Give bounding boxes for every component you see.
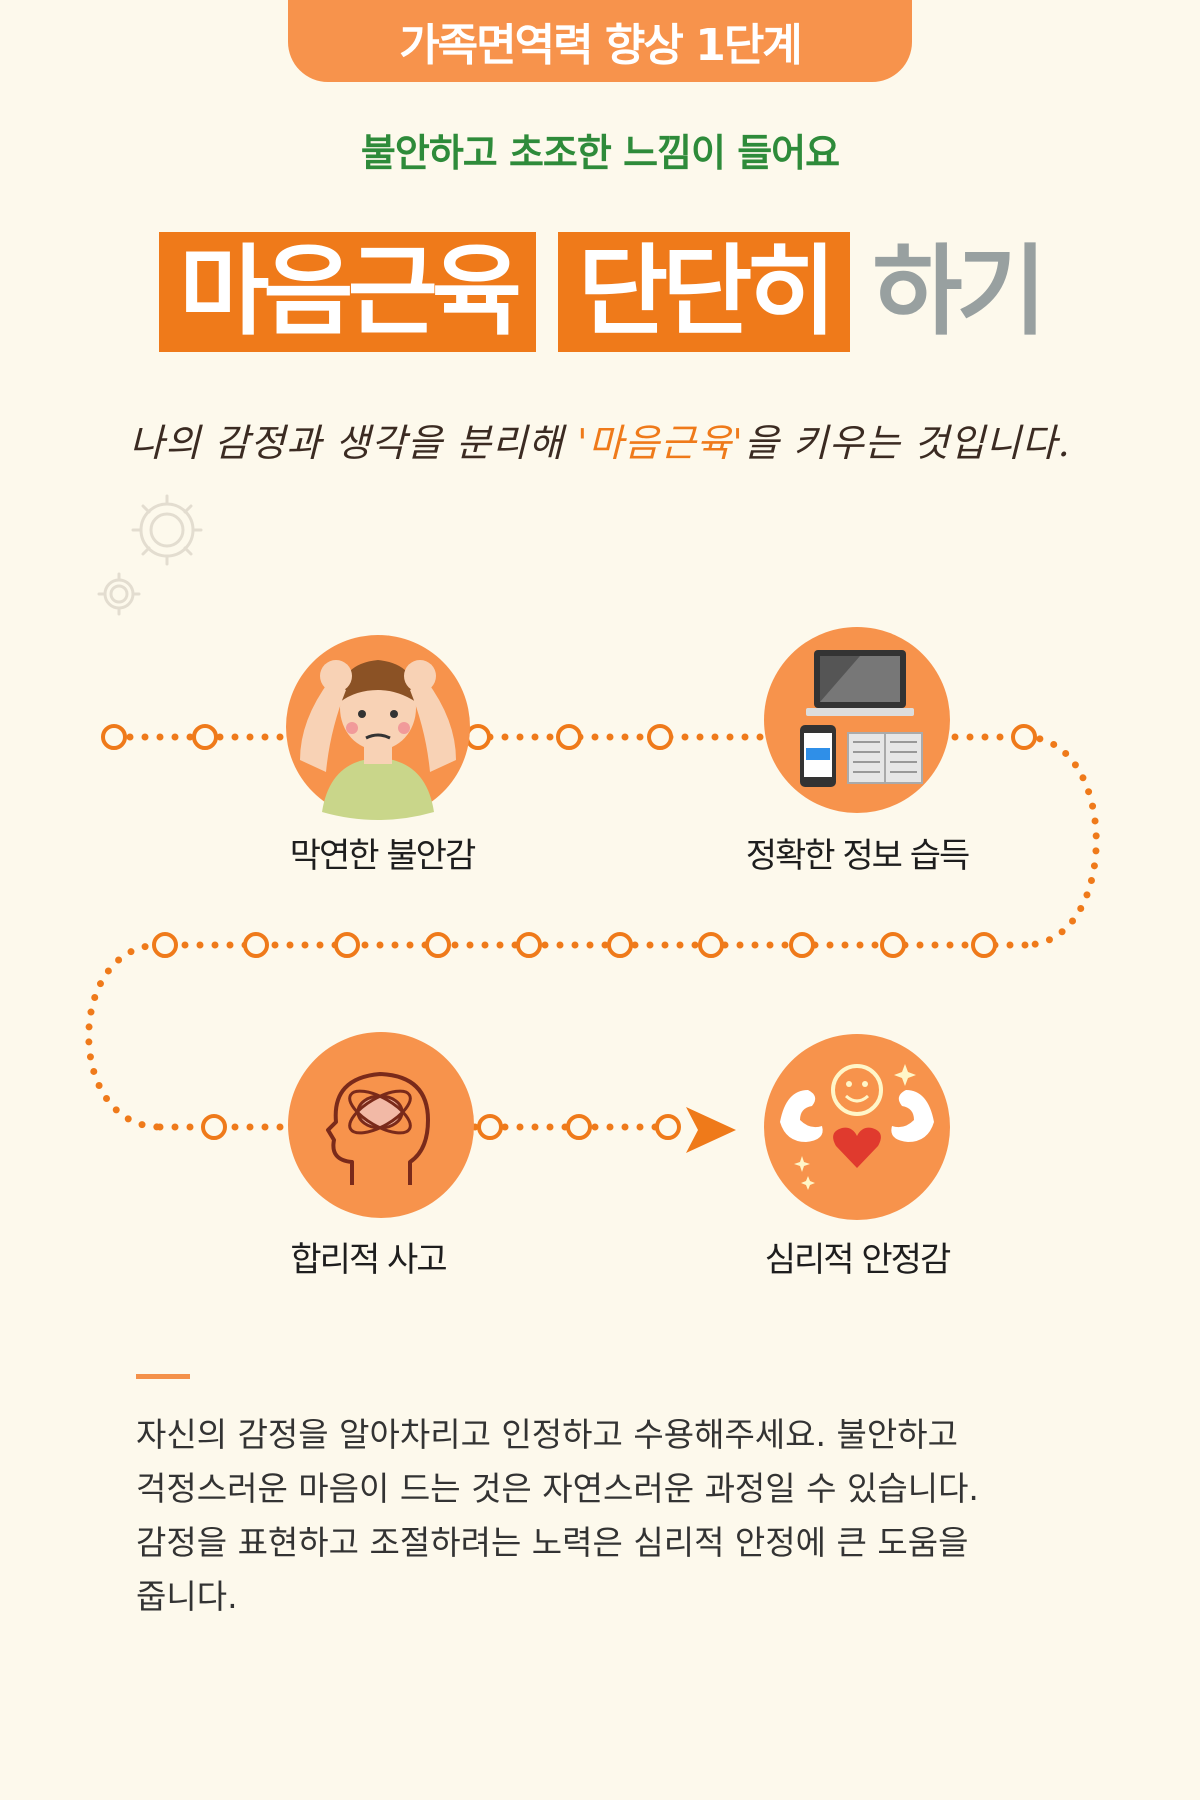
description: 나의 감정과 생각을 분리해 '마음근육'을 키우는 것입니다. <box>0 412 1200 467</box>
body-line: 자신의 감정을 알아차리고 인정하고 수용해주세요. 불안하고 <box>136 1415 958 1454</box>
step-label-rational-thinking: 합리적 사고 <box>290 1240 447 1280</box>
path-markers <box>101 724 1037 1140</box>
stressed-person-icon <box>286 635 470 820</box>
header-tab: 가족면역력 향상 1단계 <box>288 0 912 82</box>
description-before: 나의 감정과 생각을 분리해 <box>129 421 578 465</box>
step-label-stability: 심리적 안정감 <box>764 1240 952 1280</box>
thinking-head-icon <box>288 1032 474 1218</box>
body-line: 걱정스러운 마음이 드는 것은 자연스러운 과정일 수 있습니다. <box>136 1469 979 1508</box>
virus-icon <box>131 494 203 566</box>
headline: 마음근육 단단히 하기 <box>0 232 1200 352</box>
section-divider <box>136 1374 190 1379</box>
body-line: 줍니다. <box>136 1577 238 1616</box>
arrow-head-icon <box>686 1107 736 1153</box>
body-line: 감정을 표현하고 조절하려는 노력은 심리적 안정에 큰 도움을 <box>136 1523 969 1562</box>
description-accent: '마음근육' <box>577 421 744 465</box>
headline-box-1: 마음근육 <box>159 232 536 352</box>
headline-box-2: 단단히 <box>557 232 851 352</box>
virus-icon <box>97 572 141 616</box>
strong-smile-heart-icon <box>764 1034 950 1220</box>
step-label-anxiety: 막연한 불안감 <box>289 836 477 876</box>
devices-news-icon <box>764 627 950 813</box>
subtitle: 불안하고 초조한 느낌이 들어요 <box>360 131 840 175</box>
step-label-information: 정확한 정보 습득 <box>745 836 971 876</box>
headline-tail: 하기 <box>872 235 1046 349</box>
dotted-path <box>85 733 1100 1131</box>
description-after: 을 키우는 것입니다. <box>743 421 1071 465</box>
header-tab-label: 가족면역력 향상 1단계 <box>399 20 803 71</box>
body-paragraph: 자신의 감정을 알아차리고 인정하고 수용해주세요. 불안하고 걱정스러운 마음… <box>136 1408 1076 1624</box>
